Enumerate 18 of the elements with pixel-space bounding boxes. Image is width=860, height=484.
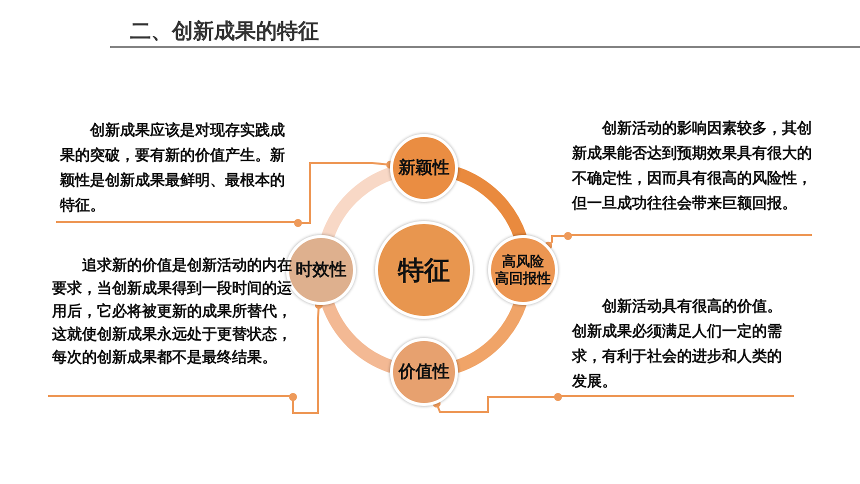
description-text: 创新活动具有很高的价值。创新成果必须满足人们一定的需求，有利于社会的进步和人类的发展。 (558, 294, 794, 397)
ring-arc (322, 167, 394, 240)
circle-label: 价值性 (398, 362, 450, 382)
feature-circle (390, 338, 458, 406)
circle-label: 高回报性 (495, 270, 551, 287)
description-text: 追求新的价值是创新活动的内在要求，当创新成果得到一段时间的运用后，它必将被更新的成果所替代，这就使创新成果永远处于更替状态，每次的创新成果都不是最终结果。 (48, 254, 293, 397)
feature-circle (488, 235, 558, 305)
leader-line (432, 393, 562, 413)
leader-line (544, 232, 572, 250)
description-text: 创新活动的影响因素较多，其创新成果能否达到预期效果具有很大的不确定性，因而具有很高的风险性，但一旦成功往往会带来巨额回报。 (568, 116, 812, 236)
circle-label: 特征 (398, 256, 450, 284)
circle-label: 高风险 (502, 253, 544, 270)
page-title: 二、创新成果的特征 (110, 18, 860, 48)
circle-label: 时效性 (296, 260, 346, 280)
ring-arc (322, 300, 394, 373)
feature-circle (390, 134, 458, 202)
description-text: 创新成果应该是对现存实践成果的突破，要有新的价值产生。新颖性是创新成果最鲜明、最根本的特征。 (56, 118, 298, 223)
circle-label: 新颖性 (398, 158, 450, 178)
